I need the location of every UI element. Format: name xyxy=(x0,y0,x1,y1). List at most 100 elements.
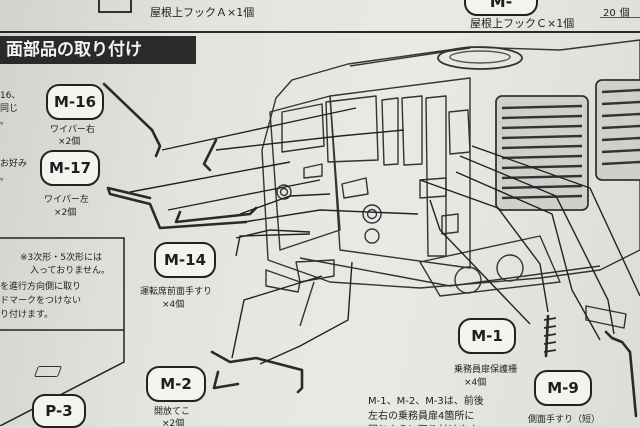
side-grille xyxy=(595,79,640,181)
cab-window xyxy=(401,95,423,166)
assembly-note-line: 同じように取り付けます。 xyxy=(368,421,487,426)
wiper-part-drawing xyxy=(102,82,162,158)
note-text: 入っておりません。 xyxy=(30,266,111,276)
left-fragment: 。 xyxy=(0,117,10,127)
grille-slat xyxy=(501,104,583,110)
grille-slat xyxy=(601,124,640,130)
left-fragment: 同じ xyxy=(0,104,19,114)
part-name-m2: 開放てこ xyxy=(154,407,191,417)
section-title: 面部品の取り付け xyxy=(6,40,142,60)
leader-line xyxy=(243,209,419,223)
part-name-m16: ワイパー右 xyxy=(50,125,95,135)
headlight xyxy=(366,208,378,220)
cab-side-outline xyxy=(329,77,471,269)
part-badge-m2: M-2 xyxy=(146,366,206,402)
coupler-hose xyxy=(299,281,315,327)
part-badge-m14: M-14 xyxy=(154,242,216,278)
cab-step xyxy=(441,213,459,235)
front-vent xyxy=(303,163,323,179)
leader-line xyxy=(459,155,615,335)
cab-vent xyxy=(419,177,447,199)
headlight xyxy=(276,184,292,200)
grille-slat xyxy=(601,112,640,118)
headlight xyxy=(364,228,380,244)
note-text: ドマークをつけない xyxy=(0,296,82,306)
uncoupling-lever-drawing xyxy=(210,350,304,394)
guard-slat xyxy=(543,341,557,345)
part-badge-m16: M-16 xyxy=(46,84,104,120)
left-fragment: 16、 xyxy=(0,91,21,101)
leader-line xyxy=(129,161,291,193)
locomotive-body-outline xyxy=(261,39,640,289)
assembly-note-line: 左右の乗務員扉4箇所に xyxy=(368,411,475,422)
roof-fan xyxy=(437,46,523,70)
leader-line xyxy=(259,261,353,365)
grille-slat xyxy=(601,100,640,106)
leader-line xyxy=(239,193,331,215)
leader-line xyxy=(161,107,357,151)
leader-line xyxy=(471,145,640,297)
right-fragment-rule xyxy=(600,17,640,18)
underframe xyxy=(299,257,601,287)
grille-slat xyxy=(501,144,583,150)
grille-slat xyxy=(501,164,583,170)
part-badge-m17: M-17 xyxy=(40,150,100,186)
grille-slat xyxy=(501,154,583,160)
grille-slat xyxy=(501,134,583,140)
part-p3-drawing xyxy=(33,366,63,377)
front-step xyxy=(265,269,301,293)
part-name-m1: 乗務員扉保護柵 xyxy=(454,365,518,375)
part-c-label: 屋根上フックＣ×1個 xyxy=(470,17,575,30)
cab-door xyxy=(425,95,447,257)
part-badge-m1: M-1 xyxy=(458,318,516,354)
left-fragment: 。 xyxy=(0,173,10,183)
wheel xyxy=(496,254,524,282)
part-qty-m17: ×2個 xyxy=(54,208,77,218)
wiper-part-drawing xyxy=(202,138,218,172)
left-fragment: お好み xyxy=(0,159,28,169)
leader-line xyxy=(215,129,405,151)
grille-slat xyxy=(501,174,583,180)
leader-line xyxy=(235,233,311,257)
cab-front-outline xyxy=(269,95,341,251)
note-text: り付けます。 xyxy=(0,310,54,320)
headlight xyxy=(362,204,382,224)
part-qty-m16: ×2個 xyxy=(58,137,81,147)
part-name-m14: 運転席前面手すり xyxy=(140,287,213,297)
note-text: を進行方向側に取り xyxy=(0,282,82,292)
guard-slat xyxy=(543,333,557,337)
part-qty-m2: ×2個 xyxy=(162,419,185,426)
leader-line xyxy=(167,179,321,211)
roof-ridge xyxy=(349,47,471,67)
section-header-bar xyxy=(0,36,196,64)
cab-window xyxy=(381,97,399,166)
headlight xyxy=(279,187,289,197)
windshield-left xyxy=(281,103,325,153)
part-name-m17: ワイパー左 xyxy=(44,195,89,205)
handrail-part-drawing xyxy=(106,186,248,230)
grille-slat xyxy=(601,136,640,142)
grille-slat xyxy=(601,148,640,154)
handrail-part-drawing xyxy=(174,206,258,224)
part-c-badge: M- xyxy=(464,0,538,16)
side-handrail-drawing xyxy=(604,330,638,418)
part-qty-m14: ×4個 xyxy=(162,300,185,310)
roof-fan-hub xyxy=(449,50,511,64)
grille-slat xyxy=(501,184,583,190)
note-text: ※3次形・5次形には xyxy=(20,253,102,263)
guard-slat xyxy=(543,325,557,329)
grille-slat xyxy=(501,114,583,120)
cab-door-window xyxy=(448,109,471,155)
assembly-note-line: M-1、M-2、M-3は、前後 xyxy=(368,396,484,407)
leader-line xyxy=(455,171,601,341)
part-a-label: 屋根上フックＡ×1個 xyxy=(150,6,255,19)
coupler xyxy=(295,259,335,283)
grille-slat xyxy=(501,124,583,130)
wheel xyxy=(454,266,482,294)
grille-slat xyxy=(601,160,640,166)
leader-line xyxy=(419,179,549,313)
windshield-right xyxy=(325,95,379,163)
